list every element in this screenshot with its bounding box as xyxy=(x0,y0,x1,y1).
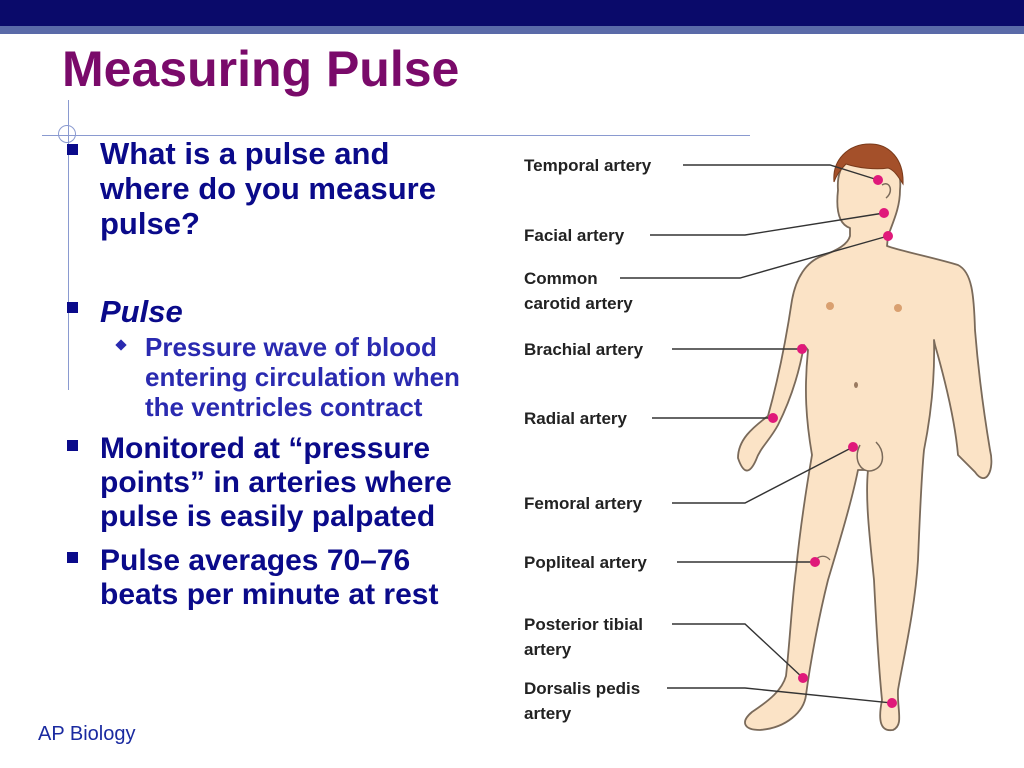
leader-carotid xyxy=(620,235,889,279)
label-dorsalis-pedis-artery: artery xyxy=(524,704,572,723)
diamond-bullet-icon xyxy=(115,339,127,351)
leader-dorsalis-pedis xyxy=(667,687,893,704)
leader-femoral xyxy=(672,446,854,504)
square-bullet-icon xyxy=(67,440,78,451)
top-bar-accent xyxy=(0,26,1024,34)
pulse-point-dorsalis-pedis xyxy=(887,698,897,708)
pulse-point-radial xyxy=(768,413,778,423)
artery-labels: Temporal artery Facial artery Common car… xyxy=(524,156,652,723)
pulse-point-popliteal xyxy=(810,557,820,567)
square-bullet-icon xyxy=(67,144,78,155)
label-dorsalis-pedis: Dorsalis pedis xyxy=(524,679,640,698)
leader-temporal xyxy=(683,164,879,181)
label-brachial-artery: Brachial artery xyxy=(524,340,644,359)
bullet-list: What is a pulse and where do you measure… xyxy=(62,136,472,612)
divider-horizontal xyxy=(42,135,750,136)
bullet-item: What is a pulse and where do you measure… xyxy=(62,136,472,241)
body-silhouette xyxy=(737,149,993,732)
label-posterior-tibial-artery: artery xyxy=(524,640,572,659)
pulse-point-femoral xyxy=(848,442,858,452)
leader-posterior-tibial xyxy=(672,623,804,679)
genital xyxy=(856,441,884,472)
bullet-item: Pulse averages 70–76 beats per minute at… xyxy=(62,544,472,612)
slide-title: Measuring Pulse xyxy=(62,41,460,97)
pulse-points xyxy=(768,175,897,708)
pulse-point-posterior-tibial xyxy=(798,673,808,683)
human-figure xyxy=(737,143,993,732)
bullet-text: What is a pulse and where do you measure… xyxy=(100,136,436,241)
footer-label: AP Biology xyxy=(38,723,136,745)
bullet-item: Monitored at “pressure points” in arteri… xyxy=(62,432,472,534)
pulse-point-carotid xyxy=(883,231,893,241)
pulse-point-temporal xyxy=(873,175,883,185)
nipple-left xyxy=(826,302,834,310)
square-bullet-icon xyxy=(67,552,78,563)
bullet-text: Pulse averages 70–76 beats per minute at… xyxy=(100,544,439,611)
pulse-point-brachial xyxy=(797,344,807,354)
navel xyxy=(854,382,858,388)
label-radial-artery: Radial artery xyxy=(524,409,628,428)
leader-lines xyxy=(620,164,893,704)
label-posterior-tibial: Posterior tibial xyxy=(524,615,643,634)
label-femoral-artery: Femoral artery xyxy=(524,494,643,513)
pulse-point-facial xyxy=(879,208,889,218)
bullet-item: Pulse xyxy=(62,294,472,329)
square-bullet-icon xyxy=(67,302,78,313)
sub-bullet-text: Pressure wave of blood entering circulat… xyxy=(145,332,460,422)
leader-facial xyxy=(650,212,885,236)
divider-vertical xyxy=(68,100,69,390)
sub-bullet-item: Pressure wave of blood entering circulat… xyxy=(62,332,472,422)
hair xyxy=(833,143,904,186)
label-facial-artery: Facial artery xyxy=(524,226,625,245)
pulse-points-diagram: Temporal artery Facial artery Common car… xyxy=(524,143,993,732)
bullet-text: Monitored at “pressure points” in arteri… xyxy=(100,432,452,533)
label-carotid-artery: carotid artery xyxy=(524,294,633,313)
label-temporal-artery: Temporal artery xyxy=(524,156,652,175)
nipple-right xyxy=(894,304,902,312)
top-bar xyxy=(0,0,1024,26)
label-common: Common xyxy=(524,269,598,288)
bullet-text: Pulse xyxy=(100,294,183,329)
label-popliteal-artery: Popliteal artery xyxy=(524,553,647,572)
divider-circle xyxy=(58,125,76,143)
ear xyxy=(881,183,892,199)
